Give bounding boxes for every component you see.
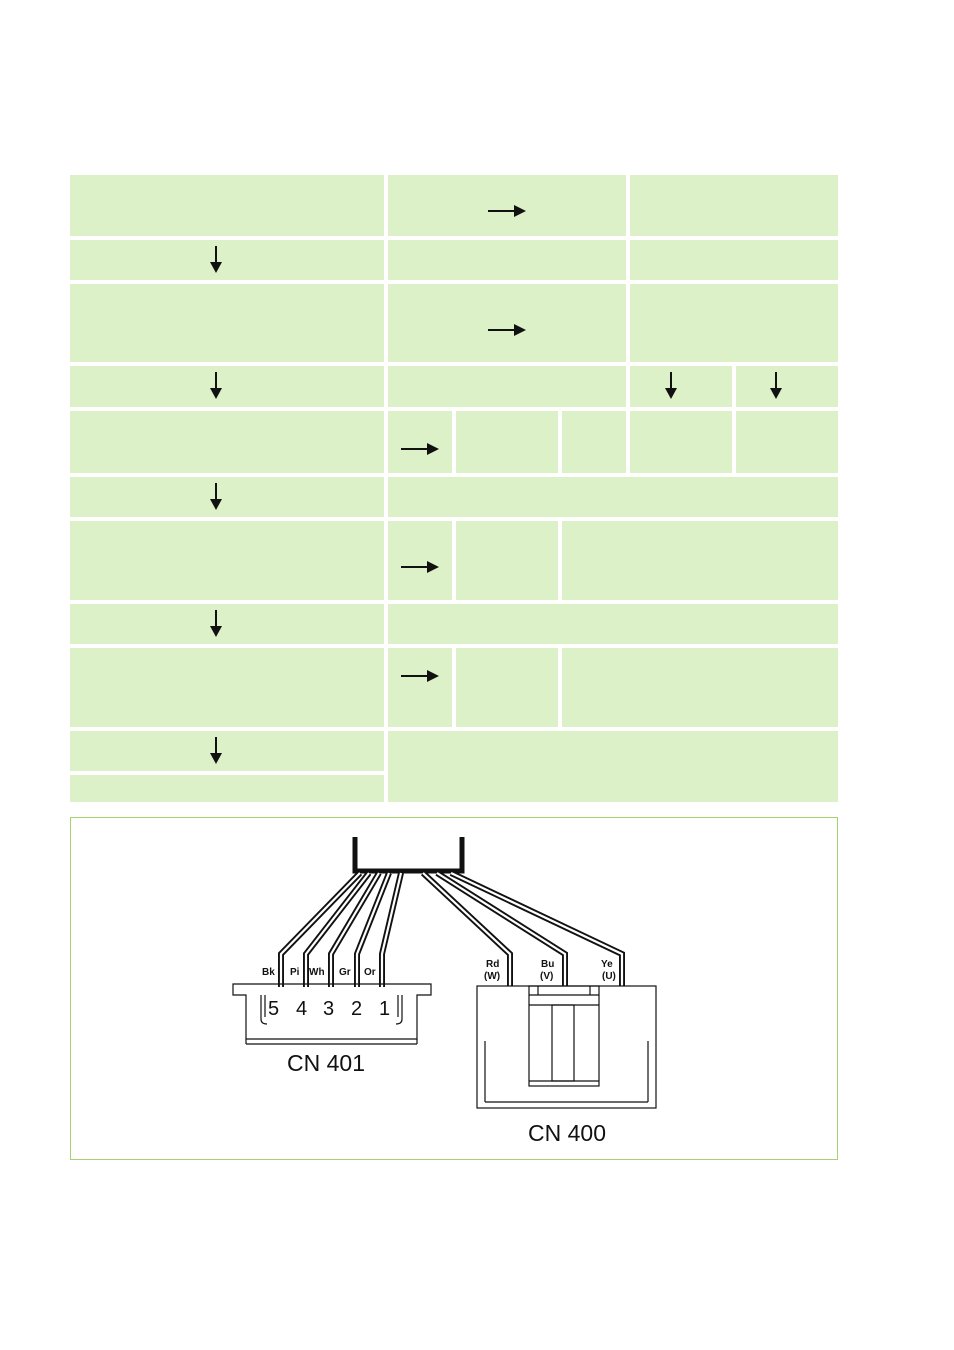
table-cell [388, 648, 452, 727]
arrow-right-icon [488, 205, 526, 217]
arrow-down-icon [210, 246, 222, 273]
table-cell [630, 284, 838, 362]
arrow-down-icon [210, 737, 222, 764]
table-cell [388, 284, 626, 362]
table-cell [70, 175, 384, 236]
arrow-right-icon [401, 670, 439, 682]
table-cell [70, 775, 384, 802]
motor-connector-bracket [352, 837, 465, 874]
table-cell [70, 648, 384, 727]
table-cell [562, 521, 838, 600]
pin-number-4: 4 [296, 998, 307, 1020]
cn400-label: CN 400 [528, 1120, 606, 1146]
table-cell [630, 366, 732, 407]
arrow-right-icon [401, 443, 439, 455]
table-cell [736, 366, 838, 407]
wire-label-or: Or [364, 967, 376, 978]
table-cell [388, 240, 626, 280]
table-cell [630, 175, 838, 236]
table-cell [70, 521, 384, 600]
table-cell [630, 411, 732, 473]
table-cell [630, 240, 838, 280]
table-cell [70, 604, 384, 644]
table-cell [70, 240, 384, 280]
wire-ye [449, 870, 625, 986]
arrow-down-icon [770, 372, 782, 399]
table-cell [456, 521, 558, 600]
wire-label-w: (W) [484, 971, 500, 982]
table-cell [562, 411, 626, 473]
table-cell [456, 411, 558, 473]
cn401-connector [232, 983, 432, 1045]
table-cell [388, 604, 838, 644]
table-cell [70, 477, 384, 517]
table-cell [456, 648, 558, 727]
wire-label-bk: Bk [262, 967, 275, 978]
table-cell [70, 284, 384, 362]
wire-label-wh: Wh [309, 967, 325, 978]
table-cell [388, 477, 838, 517]
cn400-wires [420, 870, 625, 986]
pin-number-3: 3 [323, 998, 334, 1020]
pin-number-5: 5 [268, 998, 279, 1020]
cn400-connector [476, 985, 657, 1109]
wiring-diagram: Bk Pi Wh Gr Or Rd (W) Bu (V) Ye (U) 5 4 … [232, 837, 657, 1146]
cn401-label: CN 401 [287, 1050, 365, 1076]
table-cell [562, 648, 838, 727]
wiring-diagram-frame: Bk Pi Wh Gr Or Rd (W) Bu (V) Ye (U) 5 4 … [70, 817, 838, 1160]
arrow-down-icon [210, 372, 222, 399]
table-cell [388, 175, 626, 236]
table-cell [70, 411, 384, 473]
wire-label-ye: Ye [601, 959, 613, 970]
wire-label-bu: Bu [541, 959, 554, 970]
table-cell [388, 731, 838, 802]
arrow-down-icon [665, 372, 677, 399]
arrow-right-icon [401, 561, 439, 573]
pin-number-1: 1 [379, 998, 390, 1020]
table-cell [736, 411, 838, 473]
wire-label-u: (U) [602, 971, 616, 982]
table-cell [388, 521, 452, 600]
table-cell [388, 366, 626, 407]
table-cell [70, 366, 384, 407]
table-cell [388, 411, 452, 473]
table-cell [70, 731, 384, 771]
arrow-right-icon [488, 324, 526, 336]
wire-label-rd: Rd [486, 959, 499, 970]
wire-label-v: (V) [540, 971, 553, 982]
arrow-down-icon [210, 610, 222, 637]
wire-label-gr: Gr [339, 967, 351, 978]
pin-number-2: 2 [351, 998, 362, 1020]
wire-label-pi: Pi [290, 967, 300, 978]
arrow-down-icon [210, 483, 222, 510]
